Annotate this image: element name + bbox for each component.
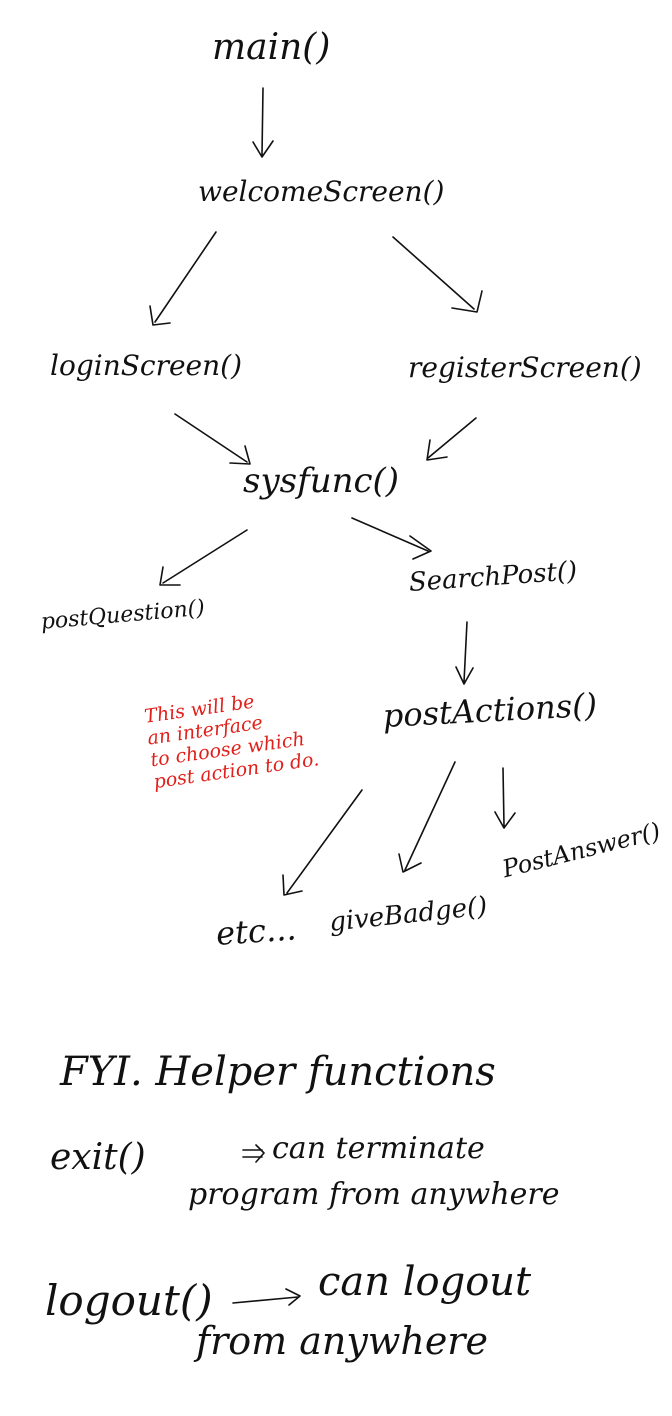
arrow-searchpost-to-postactions — [455, 621, 474, 685]
arrow-logout-desc — [232, 1288, 301, 1306]
arrow-postactions-to-postanswer — [494, 767, 516, 829]
node-sysfunc: sysfunc() — [243, 461, 400, 501]
arrow-postactions-to-etc — [282, 789, 363, 896]
node-main: main() — [212, 27, 331, 68]
arrow-exit-desc — [242, 1144, 265, 1163]
helper-logout-desc-line-1: can logout — [318, 1259, 532, 1305]
helpers-heading: FYI. Helper functions — [60, 1049, 496, 1095]
node-register-screen: registerScreen() — [408, 351, 642, 384]
arrow-postactions-to-givebadge — [398, 761, 456, 873]
helper-logout-desc-line-2: from anywhere — [196, 1319, 488, 1363]
node-login-screen: loginScreen() — [50, 349, 242, 382]
helper-exit-desc-line-1: can terminate — [272, 1131, 485, 1166]
arrow-welcome-to-register — [392, 236, 483, 313]
arrow-register-to-sysfunc — [426, 417, 477, 461]
helper-exit-name: exit() — [50, 1137, 146, 1178]
arrow-sysfunc-to-searchpost — [351, 517, 432, 560]
arrow-login-to-sysfunc — [174, 413, 251, 465]
node-welcome-screen: welcomeScreen() — [198, 175, 445, 208]
arrow-sysfunc-to-postquestion — [159, 529, 248, 586]
node-etc: etc... — [214, 909, 298, 953]
helper-logout-name: logout() — [45, 1276, 213, 1325]
helper-exit-desc-line-2: program from anywhere — [188, 1177, 560, 1212]
arrow-main-to-welcome — [252, 87, 274, 158]
arrow-welcome-to-login — [149, 231, 217, 326]
